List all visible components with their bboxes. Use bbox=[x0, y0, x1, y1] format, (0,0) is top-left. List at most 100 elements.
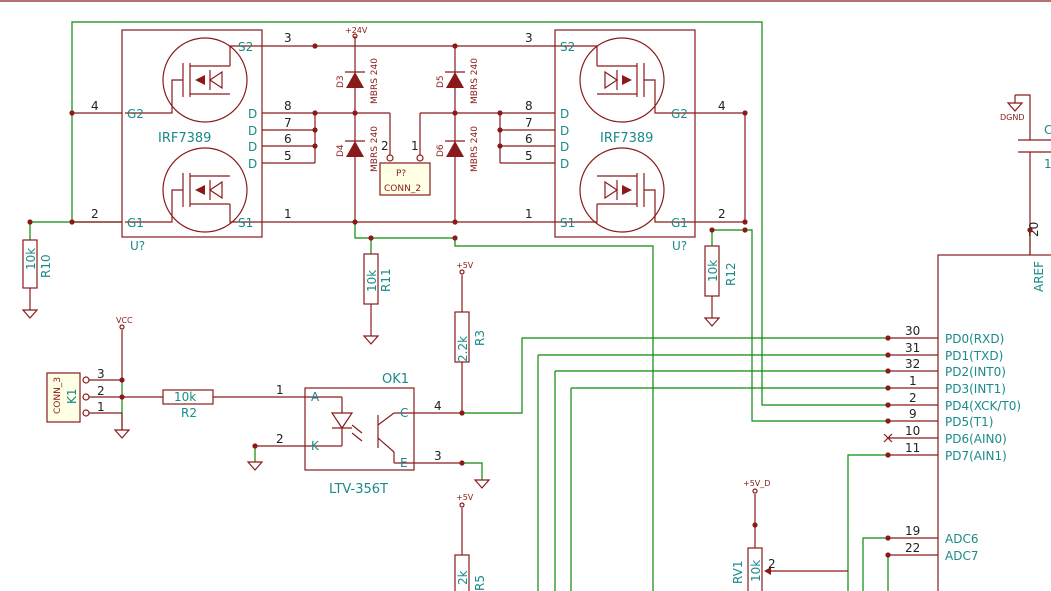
potentiometer-rv1 bbox=[747, 488, 848, 591]
dgnd-capacitor bbox=[1006, 94, 1051, 205]
u-left-pin-g1: G1 bbox=[127, 216, 144, 230]
bridge-rails bbox=[315, 45, 500, 223]
optocoupler-pin-c: C bbox=[400, 406, 408, 420]
u-right-pin-s2: S2 bbox=[560, 40, 575, 54]
u-left-value: IRF7389 bbox=[158, 131, 211, 146]
resistor-r5-ref: R5 bbox=[473, 575, 487, 591]
power-24v-symbol bbox=[352, 33, 358, 46]
u-left-num-d5: 5 bbox=[284, 149, 292, 163]
u-right-mosfet bbox=[499, 29, 746, 238]
mcu-pin-2-name: PD4(XCK/T0) bbox=[945, 399, 1021, 413]
connector-k1-value: CONN_3 bbox=[53, 377, 63, 414]
capacitor-value-fragment: 1 bbox=[1044, 157, 1051, 171]
power-vcc-label: VCC bbox=[116, 316, 133, 325]
mcu-pin-labels: 30 PD0(RXD) 31 PD1(TXD) 32 PD2(INT0) 1 P… bbox=[905, 222, 1046, 563]
u-right-num-d7: 7 bbox=[525, 116, 533, 130]
u-right-num-d5: 5 bbox=[525, 149, 533, 163]
mcu-pin-32-name: PD2(INT0) bbox=[945, 365, 1006, 379]
optocoupler-ref: OK1 bbox=[382, 372, 409, 387]
optocoupler-pin-k: K bbox=[311, 439, 320, 453]
u-right-ref: U? bbox=[672, 239, 687, 253]
connector-p-ref: P? bbox=[396, 169, 406, 179]
u-left-num-d8: 8 bbox=[284, 99, 292, 113]
resistor-r11 bbox=[362, 253, 380, 345]
resistor-r12-ref: R12 bbox=[724, 262, 738, 286]
u-left-mosfet bbox=[72, 29, 316, 238]
diode-d4-ref: D4 bbox=[336, 144, 346, 157]
connector-p-value: CONN_2 bbox=[384, 184, 421, 194]
optocoupler-ok1 bbox=[246, 387, 491, 489]
diode-d6-ref: D6 bbox=[436, 144, 446, 157]
mcu-pin-30-name: PD0(RXD) bbox=[945, 332, 1004, 346]
resistor-r12 bbox=[703, 245, 721, 327]
u-left-pin-d5: D bbox=[248, 157, 257, 171]
diode-d3-value: MBRS 240 bbox=[370, 58, 380, 104]
optocoupler-value: LTV-356T bbox=[329, 482, 388, 497]
connector-p-pin1: 1 bbox=[411, 139, 419, 153]
resistor-r2 bbox=[122, 389, 305, 405]
potentiometer-ref: RV1 bbox=[731, 560, 745, 584]
mcu-pin-9-name: PD5(T1) bbox=[945, 415, 993, 429]
mcu-body bbox=[883, 205, 1051, 591]
mcu-pin-10-name: PD6(AIN0) bbox=[945, 432, 1007, 446]
u-left-pin-g2: G2 bbox=[127, 107, 144, 121]
mcu-pin-10-num: 10 bbox=[905, 424, 920, 438]
u-left-pin-d6: D bbox=[248, 140, 257, 154]
u-right-pin-g2: G2 bbox=[671, 107, 688, 121]
diode-d6 bbox=[445, 140, 465, 157]
mcu-pin-22-num: 22 bbox=[905, 541, 920, 555]
wires bbox=[29, 21, 1031, 591]
mcu-pin-32-num: 32 bbox=[905, 357, 920, 371]
power-5v-r3-label: +5V bbox=[456, 261, 474, 270]
mcu-pin-9-num: 9 bbox=[909, 407, 917, 421]
diode-d5-value: MBRS 240 bbox=[470, 58, 480, 104]
u-right-value: IRF7389 bbox=[600, 131, 653, 146]
u-right-num-d8: 8 bbox=[525, 99, 533, 113]
mcu-pin-19-num: 19 bbox=[905, 524, 920, 538]
mcu-pin-2-num: 2 bbox=[909, 391, 917, 405]
connector-p bbox=[379, 154, 431, 196]
connector-k1-ref: K1 bbox=[65, 388, 79, 404]
mcu-pin-31-num: 31 bbox=[905, 341, 920, 355]
u-right-pin-d7: D bbox=[560, 124, 569, 138]
resistor-r3-value: 2.2k bbox=[456, 336, 470, 362]
junction-dots bbox=[27, 43, 1033, 558]
u-left-num-d7: 7 bbox=[284, 116, 292, 130]
optocoupler-pin-e: E bbox=[400, 456, 408, 470]
u-right-pin-g1: G1 bbox=[671, 216, 688, 230]
u-left-num-g2: 4 bbox=[91, 99, 99, 113]
diode-d4 bbox=[345, 140, 365, 157]
diode-d4-value: MBRS 240 bbox=[370, 126, 380, 172]
u-left-num-d6: 6 bbox=[284, 132, 292, 146]
resistor-r10 bbox=[21, 239, 39, 319]
power-dgnd-label: DGND bbox=[1000, 113, 1025, 122]
mcu-pin-22-name: ADC7 bbox=[945, 549, 978, 563]
u-right-pin-d6: D bbox=[560, 140, 569, 154]
mcu-pin-1-name: PD3(INT1) bbox=[945, 382, 1006, 396]
connector-k1-pin3: 3 bbox=[97, 367, 105, 381]
u-left-num-g1: 2 bbox=[91, 207, 99, 221]
u-right-pin-d8: D bbox=[560, 107, 569, 121]
connector-k1-pin1: 1 bbox=[97, 400, 105, 414]
u-right-num-s1: 1 bbox=[525, 207, 533, 221]
resistor-r12-value: 10k bbox=[706, 260, 720, 282]
u-left-pin-d7: D bbox=[248, 124, 257, 138]
u-right-pin-d5: D bbox=[560, 157, 569, 171]
resistor-r2-ref: R2 bbox=[181, 406, 197, 420]
mcu-pin-11-name: PD7(AIN1) bbox=[945, 449, 1007, 463]
mcu-pin-11-num: 11 bbox=[905, 441, 920, 455]
mcu-pin-19-name: ADC6 bbox=[945, 532, 978, 546]
diode-d3 bbox=[345, 71, 365, 88]
power-5vd-label: +5V_D bbox=[743, 479, 770, 488]
potentiometer-wiper: 2 bbox=[768, 557, 776, 571]
u-left-pin-s2: S2 bbox=[238, 40, 253, 54]
connector-k1-pin2: 2 bbox=[97, 384, 105, 398]
resistor-r3-ref: R3 bbox=[473, 330, 487, 346]
resistor-r3 bbox=[454, 269, 470, 413]
resistor-r10-ref: R10 bbox=[39, 254, 53, 278]
diode-d5 bbox=[445, 71, 465, 88]
resistor-r2-value: 10k bbox=[174, 390, 196, 404]
diode-d5-ref: D5 bbox=[436, 75, 446, 88]
u-left-pin-s1: S1 bbox=[238, 216, 253, 230]
